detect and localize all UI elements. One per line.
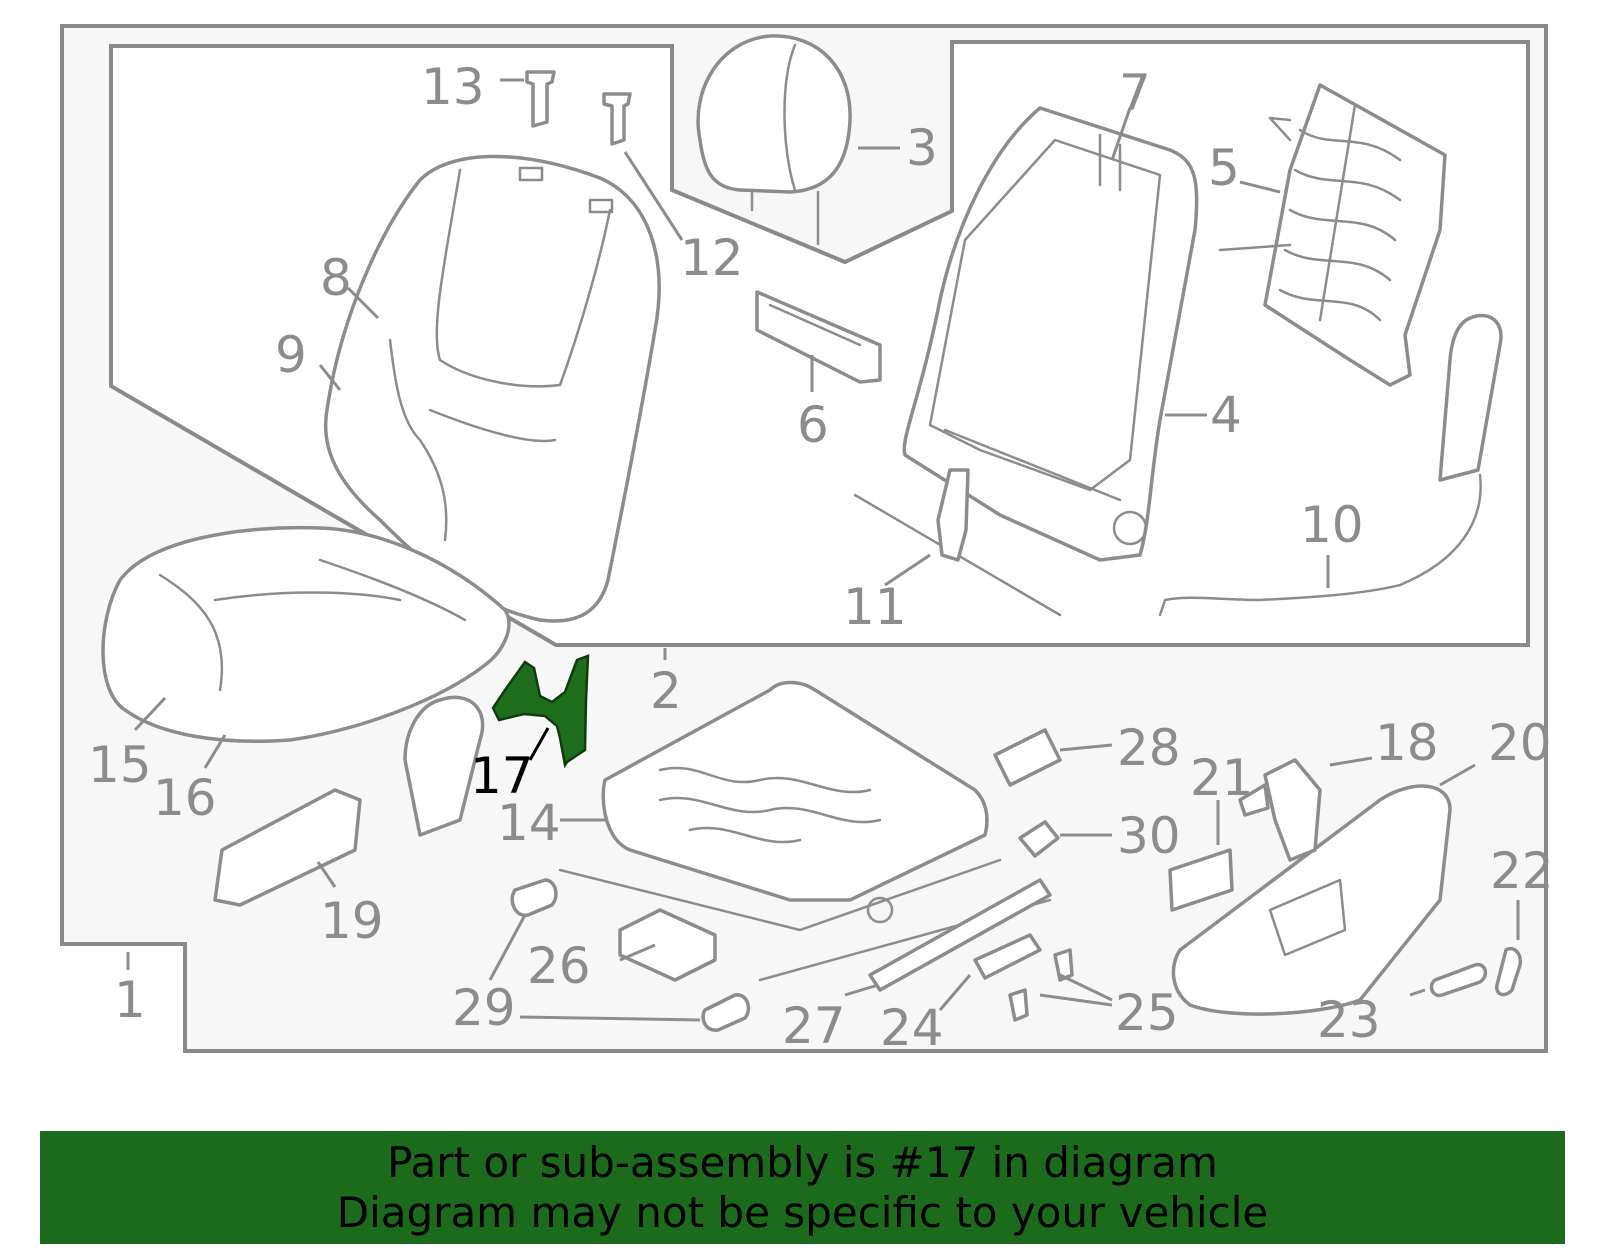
callout-1: 1 bbox=[114, 971, 146, 1029]
callout-8: 8 bbox=[320, 249, 352, 307]
connector-24-part bbox=[973, 933, 1042, 980]
headrest-part bbox=[696, 34, 852, 246]
module-26-part bbox=[618, 908, 717, 982]
callout-25: 25 bbox=[1115, 984, 1179, 1042]
callout-27: 27 bbox=[782, 997, 846, 1055]
callout-6: 6 bbox=[797, 396, 829, 454]
callout-18: 18 bbox=[1375, 714, 1439, 772]
callout-17: 17 bbox=[470, 747, 534, 805]
switch-panel-19-part bbox=[213, 695, 485, 907]
cushion-cover-part bbox=[101, 525, 511, 743]
callout-9: 9 bbox=[275, 326, 307, 384]
highlighted-part-17 bbox=[491, 654, 590, 769]
callout-29: 29 bbox=[452, 979, 516, 1037]
spring-mat-5-part bbox=[1218, 83, 1447, 387]
callout-21: 21 bbox=[1190, 749, 1254, 807]
clip-28-part bbox=[993, 728, 1062, 787]
clip-30-part bbox=[1018, 820, 1060, 858]
callout-4: 4 bbox=[1210, 386, 1242, 444]
banner-line-part-number: Part or sub-assembly is #17 in diagram bbox=[387, 1137, 1218, 1187]
trim-strip-6-part bbox=[755, 290, 882, 384]
banner-line-disclaimer: Diagram may not be specific to your vehi… bbox=[336, 1187, 1269, 1237]
callout-16: 16 bbox=[153, 769, 217, 827]
callout-20: 20 bbox=[1488, 714, 1552, 772]
callout-labels: 1 2 3 4 5 6 7 8 9 10 11 12 13 14 15 16 1… bbox=[88, 58, 1554, 1057]
cable-10-part bbox=[1158, 473, 1482, 617]
knob-23-part bbox=[1429, 962, 1488, 998]
callout-24: 24 bbox=[880, 999, 944, 1057]
clip-12-part bbox=[602, 92, 632, 146]
callout-23: 23 bbox=[1317, 991, 1381, 1049]
clip-13-part bbox=[525, 70, 556, 128]
callout-2: 2 bbox=[650, 662, 682, 720]
cap-22-part bbox=[1495, 947, 1523, 997]
callout-11: 11 bbox=[843, 578, 907, 636]
callout-3: 3 bbox=[906, 119, 938, 177]
callout-7: 7 bbox=[1119, 64, 1151, 122]
cushion-frame-14-part bbox=[558, 680, 1052, 982]
side-airbag-part bbox=[1438, 313, 1503, 482]
callout-15: 15 bbox=[88, 736, 152, 794]
bracket-18-part bbox=[1238, 758, 1322, 862]
callout-28: 28 bbox=[1117, 719, 1181, 777]
callout-5: 5 bbox=[1208, 139, 1240, 197]
callout-12: 12 bbox=[680, 229, 744, 287]
callout-22: 22 bbox=[1490, 842, 1554, 900]
callout-14: 14 bbox=[497, 794, 561, 852]
callout-30: 30 bbox=[1117, 807, 1181, 865]
connector-21-part bbox=[1168, 848, 1234, 912]
side-shield-20-part bbox=[1171, 784, 1452, 1016]
rod-11-part bbox=[853, 468, 1062, 617]
callout-26: 26 bbox=[527, 937, 591, 995]
info-banner: Part or sub-assembly is #17 in diagram D… bbox=[40, 1131, 1565, 1244]
leader-lines bbox=[126, 78, 1520, 1022]
cover-29-part bbox=[510, 878, 751, 1032]
clips-25-part bbox=[1008, 948, 1074, 1022]
seat-back-frame-part bbox=[902, 106, 1199, 562]
leader-17 bbox=[528, 727, 550, 761]
callout-13: 13 bbox=[421, 58, 485, 116]
seat-back-cover-part bbox=[323, 154, 661, 623]
callout-10: 10 bbox=[1300, 496, 1364, 554]
callout-19: 19 bbox=[320, 892, 384, 950]
